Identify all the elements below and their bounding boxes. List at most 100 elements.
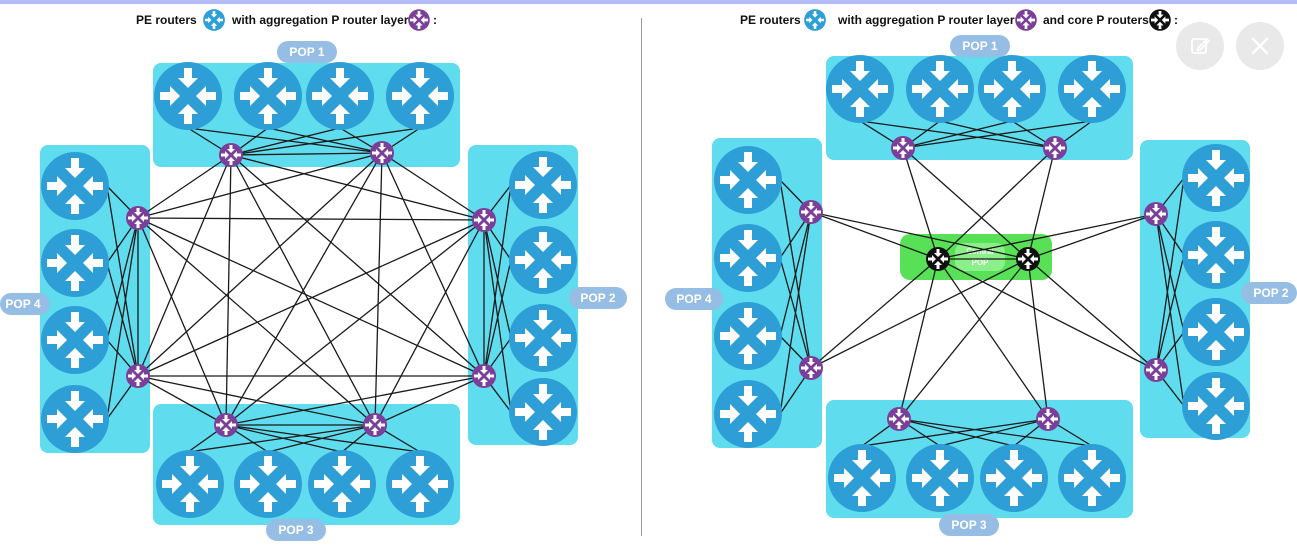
link-line <box>1027 213 1157 260</box>
link-line <box>810 211 939 260</box>
pe-router-icon <box>1182 372 1250 440</box>
pe-router-icon <box>234 450 302 518</box>
aggregation-router-icon <box>1043 136 1067 160</box>
central-pop-label-pill <box>955 243 1005 271</box>
link-line <box>225 375 485 426</box>
right-pop4-label: POP 4 <box>676 292 711 306</box>
pe-router-icon <box>509 226 577 294</box>
pe-router-icon <box>41 306 109 374</box>
right-aggregation-routers <box>799 136 1168 431</box>
link-line <box>106 217 139 420</box>
pe-router-icon <box>714 146 782 214</box>
pe-router-icon <box>906 444 974 512</box>
left-pop4-box <box>40 145 150 453</box>
top-accent-bar <box>0 0 1297 4</box>
pe-router-icon <box>234 62 302 130</box>
right-pop2-label-pill <box>1241 282 1297 304</box>
pe-router-icon <box>509 378 577 446</box>
link-line <box>483 219 512 339</box>
link-line <box>225 424 343 453</box>
left-legend-text-2: with aggregation P router layer <box>231 13 409 27</box>
aggregation-router-icon <box>126 364 150 388</box>
aggregation-router-icon <box>472 364 496 388</box>
pe-router-icon <box>509 304 577 372</box>
left-pop1-label: POP 1 <box>289 45 324 59</box>
link-line <box>381 152 485 221</box>
pe-router-icon <box>1058 55 1126 123</box>
central-pop-label-line-2: POP <box>972 258 990 267</box>
link-line <box>374 219 485 426</box>
link-line <box>230 127 341 156</box>
link-line <box>937 147 1056 260</box>
pe-router-icon <box>41 229 109 297</box>
link-line <box>137 154 232 219</box>
link-line <box>106 217 139 341</box>
right-pop3-label: POP 3 <box>951 518 986 532</box>
pe-router-icon <box>826 55 894 123</box>
right-pop4-box <box>712 138 822 448</box>
pe-router-icon <box>714 224 782 292</box>
aggregation-router-icon <box>370 141 394 165</box>
link-line <box>137 217 485 221</box>
left-pop2-label: POP 2 <box>580 291 615 305</box>
core-router-icon <box>1016 247 1040 271</box>
link-line <box>137 217 485 377</box>
link-line <box>902 147 939 260</box>
link-line <box>1155 213 1185 407</box>
link-line <box>483 219 512 413</box>
link-line <box>779 211 812 415</box>
link-line <box>1027 258 1157 371</box>
link-line <box>225 152 383 426</box>
aggregation-router-icon <box>472 208 496 232</box>
aggregation-router-icon <box>219 143 243 167</box>
pe-router-icon <box>308 450 376 518</box>
link-line <box>902 120 1093 149</box>
link-line <box>374 152 383 426</box>
aggregation-router-icon <box>214 413 238 437</box>
close-button[interactable] <box>1236 22 1284 70</box>
pe-router-icon <box>714 380 782 448</box>
close-icon <box>1251 37 1269 55</box>
pe-router-icon <box>41 152 109 220</box>
pe-router-icon <box>154 62 222 130</box>
right-pop-labels: POP 1 POP 2 POP 3 POP 4 <box>665 35 1297 536</box>
link-line <box>1027 258 1049 420</box>
link-line <box>810 258 939 369</box>
link-line <box>937 258 1157 371</box>
link-line <box>898 418 1015 447</box>
pe-router-icon <box>1182 298 1250 366</box>
link-line <box>810 211 1029 260</box>
pe-router-icon <box>714 302 782 370</box>
link-line <box>810 258 1029 369</box>
link-line <box>230 127 421 156</box>
aggregation-router-icon <box>891 136 915 160</box>
left-legend: PE routers with aggregation P router lay… <box>136 9 437 31</box>
right-legend-text-1: PE routers <box>740 13 801 27</box>
link-line <box>902 120 1013 149</box>
right-pop1-box <box>826 56 1133 160</box>
link-line <box>898 258 1029 420</box>
pe-router-icon <box>980 444 1048 512</box>
pe-router-icon <box>1182 144 1250 212</box>
right-pop3-label-pill <box>939 514 999 536</box>
left-pop3-label: POP 3 <box>278 523 313 537</box>
right-pop2-label: POP 2 <box>1253 286 1288 300</box>
link-line <box>381 152 485 377</box>
link-line <box>779 211 812 337</box>
pe-router-icon <box>386 450 454 518</box>
right-legend-text-3: and core P routers <box>1043 13 1149 27</box>
edit-button[interactable] <box>1176 22 1224 70</box>
left-pop1-box <box>153 63 460 167</box>
right-links <box>779 120 1185 447</box>
link-line <box>374 375 485 426</box>
link-line <box>137 152 383 377</box>
left-pop4-label-pill <box>0 293 50 315</box>
left-pop2-label-pill <box>569 287 627 309</box>
link-line <box>937 258 1049 420</box>
aggregation-router-icon <box>1036 407 1060 431</box>
central-pop-label-line-1: Central <box>966 247 994 256</box>
link-line <box>137 217 376 426</box>
link-line <box>267 127 383 154</box>
link-line <box>230 152 383 156</box>
